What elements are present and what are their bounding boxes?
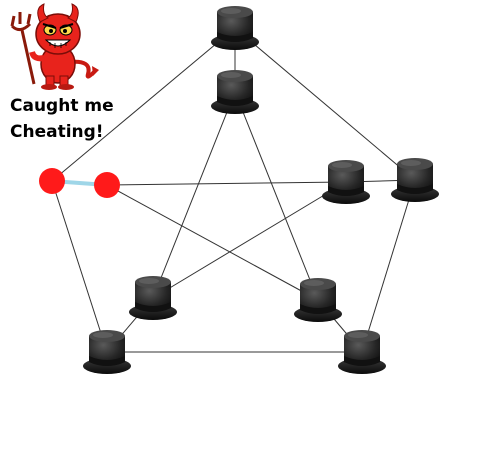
node-left-red-dot[interactable]	[39, 168, 65, 194]
edge-top-right	[234, 27, 416, 181]
edge-inner-top-inner-bottom-right	[234, 91, 319, 301]
node-right-top-hat-icon[interactable]	[391, 158, 439, 202]
caption-line-1: Caught me	[10, 96, 114, 116]
node-bottom-left-top-hat-icon[interactable]	[83, 330, 131, 374]
edge-inner-right-inner-bottom-left	[152, 181, 347, 299]
edge-bottom-left-left	[51, 180, 108, 353]
devil-icon	[10, 3, 99, 90]
edge-inner-bottom-right-inner-left	[106, 184, 319, 301]
node-inner-right-top-hat-icon[interactable]	[322, 160, 370, 204]
edge-inner-bottom-left-inner-top	[152, 91, 236, 299]
edge-right-bottom-right	[361, 179, 416, 353]
edge-inner-left-inner-right	[106, 181, 347, 186]
node-bottom-right-top-hat-icon[interactable]	[338, 330, 386, 374]
caption-line-2: Cheating!	[10, 122, 104, 142]
node-inner-top-top-hat-icon[interactable]	[211, 70, 259, 114]
graph-nodes	[39, 6, 439, 374]
node-inner-bottom-left-top-hat-icon[interactable]	[129, 276, 177, 320]
node-top-top-hat-icon[interactable]	[211, 6, 259, 50]
caption: Caught me Cheating!	[10, 93, 114, 145]
node-inner-left-red-dot[interactable]	[94, 172, 120, 198]
edge-left-top	[51, 27, 236, 182]
node-inner-bottom-right-top-hat-icon[interactable]	[294, 278, 342, 322]
